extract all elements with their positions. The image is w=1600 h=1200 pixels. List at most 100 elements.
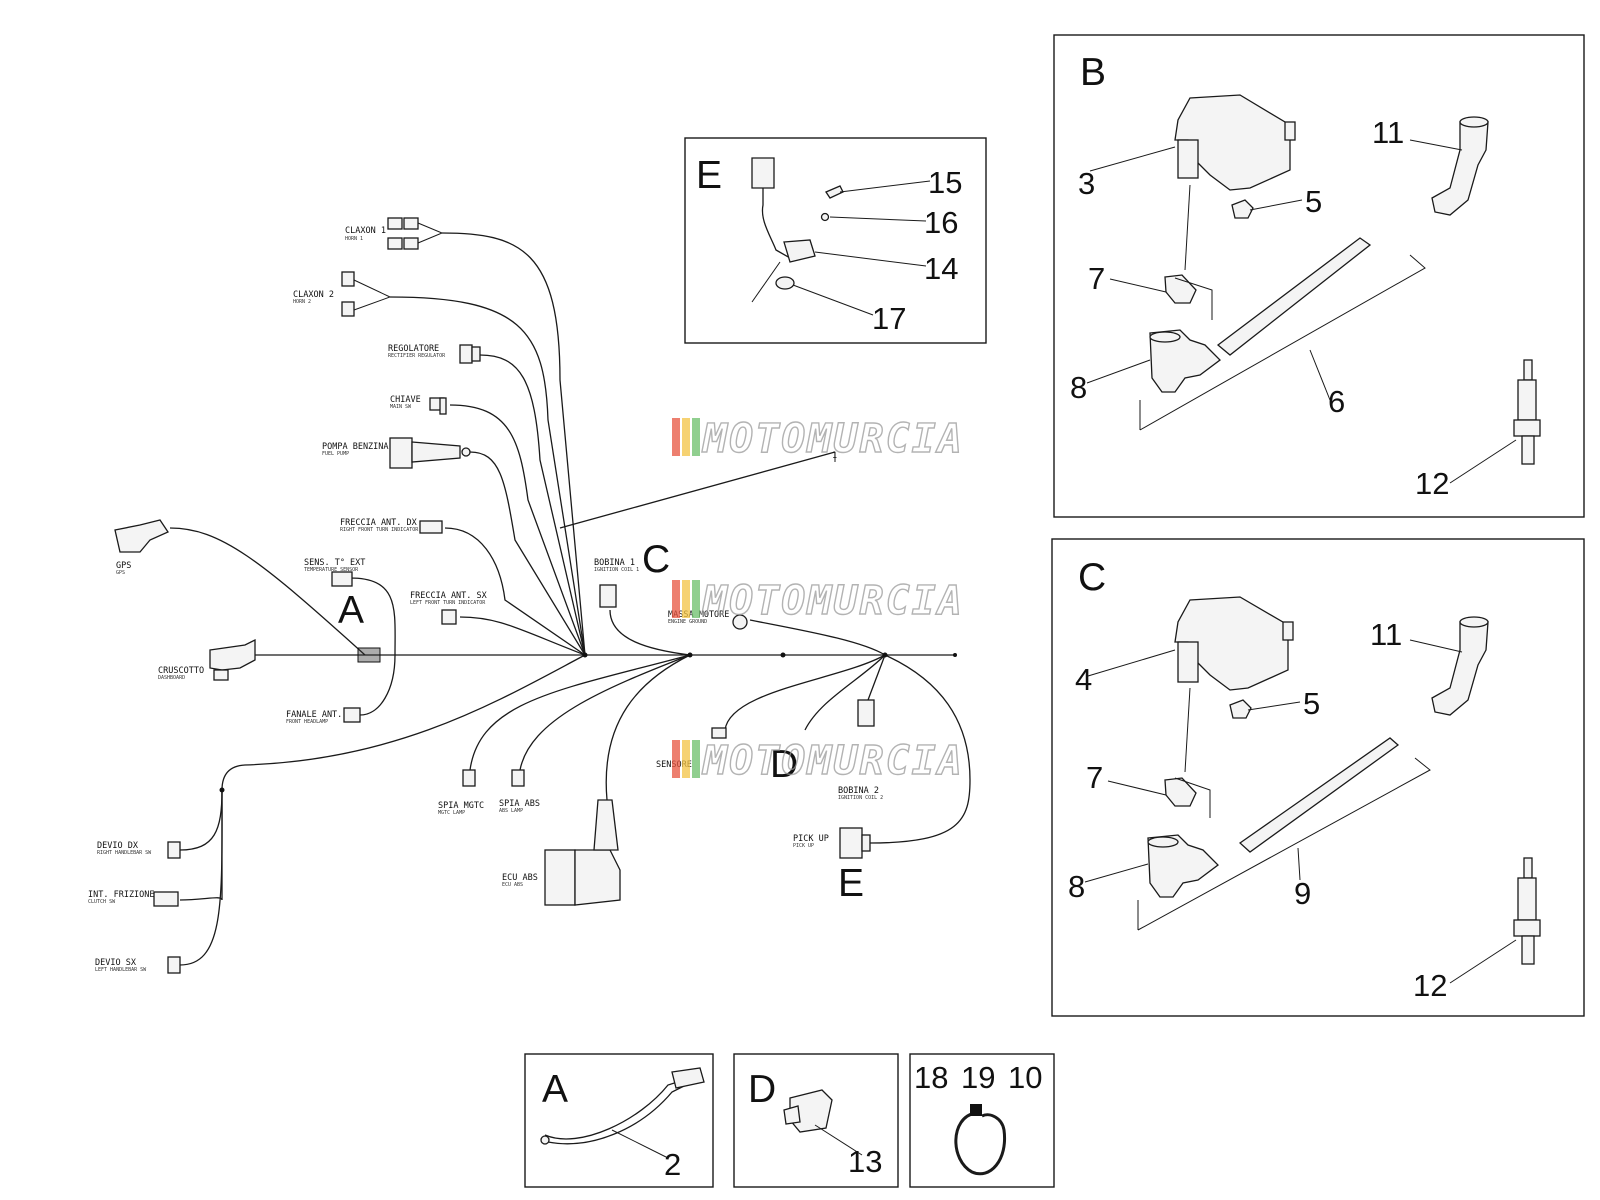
label-freccia-dx: FRECCIA ANT. DX: [340, 518, 418, 528]
panel-d-letter: D: [748, 1068, 776, 1111]
panel-a-letter: A: [542, 1068, 568, 1111]
label-chiave: CHIAVE: [390, 395, 421, 405]
label-devio-sx: DEVIO SX: [95, 958, 137, 968]
svg-text:FUEL PUMP: FUEL PUMP: [322, 451, 349, 457]
panel-d: D 13: [733, 1053, 899, 1188]
svg-text:GPS: GPS: [116, 570, 125, 576]
harness-branches: [169, 232, 971, 966]
callout-d: D: [770, 743, 798, 786]
panel-e: E 15 16 14 17: [684, 137, 987, 344]
part-number-17: 17: [872, 301, 906, 336]
label-pickup: PICK UP: [793, 834, 829, 844]
cable-6-icon: [1216, 237, 1372, 356]
svg-text:MOTOMURCIA: MOTOMURCIA: [701, 578, 964, 624]
panel-c: C 4 11: [1051, 538, 1585, 1017]
cable-tie-icon: [954, 1104, 1007, 1176]
svg-text:RECTIFIER REGULATOR: RECTIFIER REGULATOR: [388, 353, 446, 359]
label-sens-t: SENS. T° EXT: [304, 558, 365, 568]
boot-7-icon: [1164, 274, 1197, 304]
part-number-19: 19: [961, 1060, 995, 1095]
label-claxon2: CLAXON 2: [293, 290, 334, 300]
label-cruscotto: CRUSCOTTO: [158, 666, 204, 676]
callout-e: E: [838, 862, 864, 905]
label-freccia-sx: FRECCIA ANT. SX: [410, 591, 488, 601]
svg-text:PICK UP: PICK UP: [793, 843, 814, 849]
label-spia-mgtc: SPIA MGTC: [438, 801, 484, 811]
part-number-6: 6: [1328, 384, 1345, 419]
label-claxon1: CLAXON 1: [345, 226, 386, 236]
svg-text:ECU ABS: ECU ABS: [502, 882, 523, 888]
part-number-14: 14: [924, 251, 958, 286]
nut-5-icon: [1231, 199, 1254, 219]
panel-b: B 3 11: [1053, 34, 1585, 518]
boot-7-icon: [1164, 777, 1197, 807]
claxon2-connector-icon: [341, 271, 392, 317]
frizione-connector-icon: [153, 891, 179, 907]
label-bobina1: BOBINA 1: [594, 558, 635, 568]
svg-text:DASHBOARD: DASHBOARD: [158, 675, 185, 681]
panel-e-letter: E: [696, 154, 722, 197]
label-bobina2: BOBINA 2: [838, 786, 879, 796]
part-number-9: 9: [1294, 876, 1311, 911]
connector-icons: [114, 217, 875, 974]
label-devio-dx: DEVIO DX: [97, 841, 139, 851]
sens-t-connector-icon: [331, 571, 353, 587]
part-number-18: 18: [914, 1060, 948, 1095]
cruscotto-connector-icon: [209, 638, 256, 681]
watermark-middle: MOTOMURCIA: [672, 577, 964, 625]
spia-abs-connector-icon: [511, 769, 525, 787]
svg-text:HORN 2: HORN 2: [293, 299, 311, 305]
part-number-11: 11: [1372, 115, 1404, 150]
spark-plug-12-icon: [1513, 359, 1541, 465]
nut-5-icon: [1229, 699, 1252, 719]
svg-text:ENGINE GROUND: ENGINE GROUND: [668, 619, 707, 625]
label-spia-abs: SPIA ABS: [499, 799, 540, 809]
cable-9-icon: [1238, 737, 1400, 853]
label-fanale: FANALE ANT.: [286, 710, 342, 720]
part-number-15: 15: [928, 165, 962, 200]
panel-c-letter: C: [1078, 556, 1106, 599]
svg-text:LEFT HANDLEBAR SW: LEFT HANDLEBAR SW: [95, 967, 147, 973]
part-number-10: 10: [1008, 1060, 1042, 1095]
ecu-abs-connector-icon: [544, 799, 621, 906]
svg-text:IGNITION COIL 2: IGNITION COIL 2: [838, 795, 883, 801]
svg-text:MOTOMURCIA: MOTOMURCIA: [701, 738, 964, 784]
pompa-connector-icon: [389, 437, 471, 469]
freccia-sx-connector-icon: [441, 609, 457, 625]
bobina2-connector-icon: [857, 699, 875, 727]
svg-text:IGNITION COIL 1: IGNITION COIL 1: [594, 567, 639, 573]
part-number-7: 7: [1086, 760, 1103, 795]
panel-b-letter: B: [1080, 51, 1106, 94]
fanale-connector-icon: [343, 707, 361, 723]
part-number-13: 13: [848, 1144, 882, 1179]
label-frizione: INT. FRIZIONE: [88, 890, 155, 900]
devio-sx-connector-icon: [167, 956, 181, 974]
part-number-8: 8: [1068, 869, 1085, 904]
regolatore-connector-icon: [459, 344, 481, 364]
chiave-connector-icon: [429, 397, 447, 415]
label-ecu-abs: ECU ABS: [502, 873, 538, 883]
ignition-coil-4-icon: [1174, 596, 1294, 691]
svg-text:ABS LAMP: ABS LAMP: [499, 808, 523, 814]
ignition-coil-3-icon: [1174, 94, 1296, 191]
spark-plug-12-icon: [1513, 857, 1541, 965]
label-gps: GPS: [116, 561, 131, 571]
spia-mgtc-connector-icon: [462, 769, 476, 787]
devio-dx-connector-icon: [167, 841, 181, 859]
part-number-12: 12: [1415, 466, 1449, 501]
svg-text:MOTOMURCIA: MOTOMURCIA: [701, 416, 964, 462]
svg-text:RIGHT FRONT TURN INDICATOR: RIGHT FRONT TURN INDICATOR: [340, 527, 419, 533]
boot-11-icon: [1431, 116, 1489, 216]
svg-text:HORN 1: HORN 1: [345, 236, 363, 242]
massa-ring-icon: [732, 614, 748, 630]
bobina1-connector-icon: [599, 584, 617, 608]
spark-plug-cap-8-icon: [1149, 329, 1221, 393]
part-number-12: 12: [1413, 968, 1447, 1003]
gps-connector-icon: [114, 519, 169, 553]
part-number-5: 5: [1305, 184, 1322, 219]
callout-c: C: [642, 538, 670, 581]
freccia-dx-connector-icon: [419, 520, 443, 534]
part-number-2: 2: [664, 1147, 681, 1182]
callout-ref-1: 1: [832, 451, 837, 461]
panel-clip: 18 19 10: [909, 1053, 1055, 1188]
